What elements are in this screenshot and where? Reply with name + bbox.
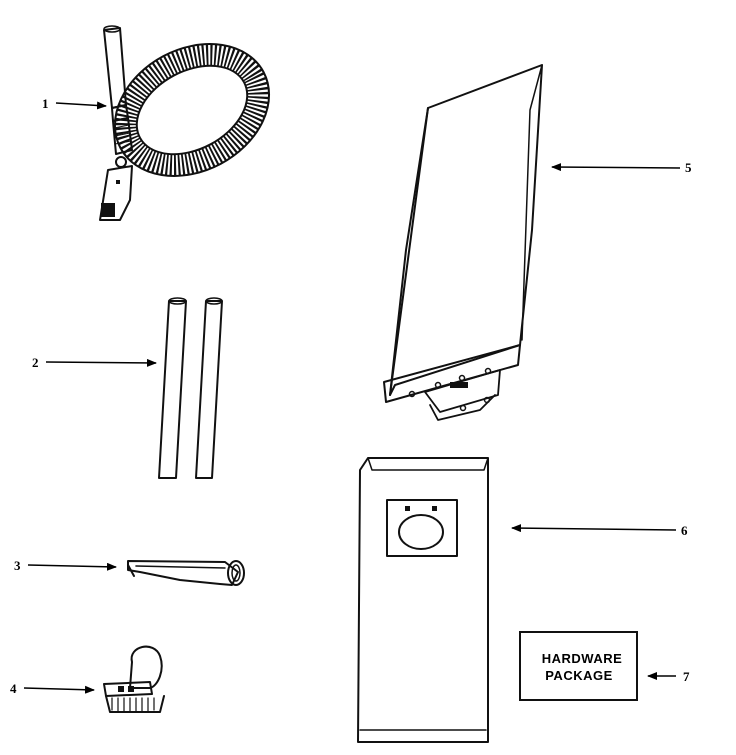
bag-box-part [357,457,489,743]
callout-arrow-5 [551,163,681,172]
callout-arrow-1 [55,101,107,110]
callout-label-5: 5 [685,160,692,175]
hardware-package-line2: PACKAGE [545,668,613,683]
callout-arrow-3 [27,562,117,571]
extension-wands-part [158,297,223,479]
hardware-package-box: HARDWARE PACKAGE [519,631,638,701]
callout-arrow-4 [23,685,95,694]
callout-label-7: 7 [683,669,690,684]
dusting-brush-part [103,645,165,713]
callout-label-1: 1 [42,96,49,111]
callout-arrow-2 [45,358,157,367]
callout-label-3: 3 [14,558,21,573]
disposable-bag-part [383,64,543,421]
crevice-tool-part [127,560,245,586]
callout-arrows [23,101,681,694]
callout-label-6: 6 [681,523,688,538]
callout-label-4: 4 [10,681,17,696]
hose-part [99,25,271,221]
callout-label-2: 2 [32,355,39,370]
callout-arrow-6 [511,524,677,533]
hardware-package-line1: HARDWARE [542,651,623,666]
callout-labels: 1 2 3 4 5 6 7 [10,96,692,696]
